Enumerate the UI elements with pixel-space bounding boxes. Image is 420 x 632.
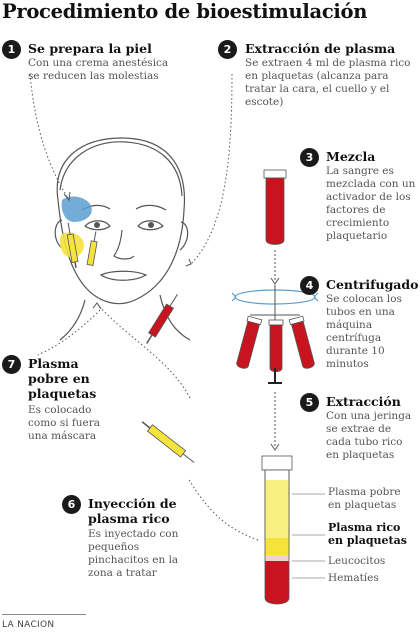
hair-outline (59, 141, 183, 197)
step-3-desc: La sangre es mezclada con un activador d… (326, 165, 416, 242)
separation-tube (261, 455, 293, 605)
label-leucocitos: Leucocitos (328, 555, 386, 567)
step-2-desc: Se extraen 4 ml de plasma rico en plaque… (245, 57, 411, 108)
step-7-badge: 7 (2, 355, 21, 374)
step-6-badge: 6 (62, 495, 81, 514)
blood-syringe (146, 294, 178, 344)
step-7-desc: Es colocado como si fuera una máscara (28, 404, 101, 442)
label-plasma-poor: Plasma pobre en plaquetas (328, 486, 401, 511)
credit-rule (2, 614, 86, 615)
face-syringe-2 (86, 231, 98, 266)
page-title: Procedimiento de bioestimulación (2, 0, 368, 23)
credit: LA NACION (2, 620, 55, 630)
mix-tube (263, 169, 287, 245)
step-1-title: Se prepara la piel (28, 41, 152, 56)
step-5-badge: 5 (300, 393, 319, 412)
step-5-title: Extracción (326, 394, 401, 409)
step-3-title: Mezcla (326, 149, 376, 164)
right-eye (137, 220, 164, 231)
label-plasma-rich: Plasma rico en plaquetas (328, 521, 407, 547)
centrifuge (231, 285, 319, 384)
step-2-badge: 2 (218, 40, 237, 59)
left-eye (84, 220, 111, 231)
step-2-title: Extracción de plasma (245, 41, 396, 56)
step-5-desc: Con una jeringa se extrae de cada tubo r… (326, 410, 412, 461)
plasma-syringe (141, 421, 195, 463)
mouth (99, 270, 148, 281)
face-syringe (66, 222, 79, 269)
step-4-desc: Se colocan los tubos en una máquina cent… (326, 293, 402, 370)
step-1-desc: Con una crema anestésica se reducen las … (28, 57, 169, 82)
step-3-badge: 3 (300, 148, 319, 167)
cream-area (61, 196, 92, 222)
step-7-title: Plasma pobre en plaquetas (28, 356, 97, 401)
step-4-title: Centrifugado (326, 277, 419, 292)
step-6-title: Inyección de plasma rico (88, 496, 177, 526)
label-hematies: Hematíes (328, 572, 379, 584)
step-4-badge: 4 (300, 276, 319, 295)
step-6-desc: Es inyectado con pequeños pinchacitos en… (88, 528, 179, 579)
step-1-badge: 1 (2, 40, 21, 59)
